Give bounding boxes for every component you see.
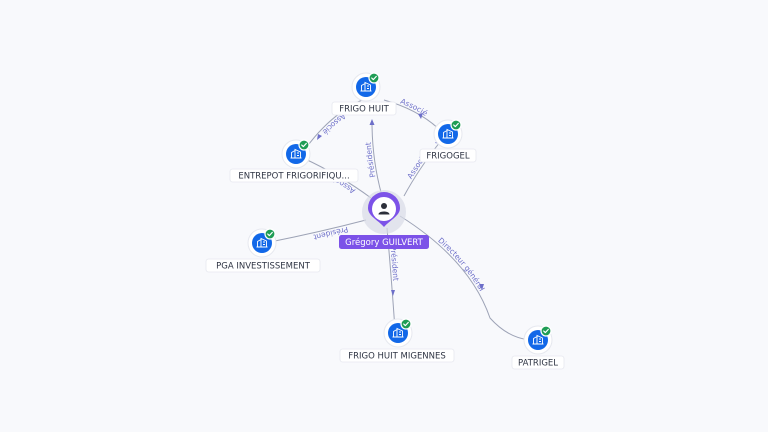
edge-person-patrigel[interactable] [399,215,531,341]
verified-badge-icon [298,139,310,151]
arrow-icon [479,284,484,290]
verified-badge-icon [540,325,552,337]
edge-label-person-frigo-huit: Président [364,142,378,178]
company-node-frigo-huit[interactable]: FRIGO HUIT [331,72,397,116]
arrow-icon [418,113,423,119]
node-label-box [229,168,359,183]
company-label: ENTREPOT FRIGORIFIQU... [238,172,349,182]
company-label: FRIGOGEL [426,152,470,162]
arrow-icon [391,290,395,296]
verified-badge-icon [368,72,380,84]
node-label-box [205,258,321,273]
building-icon [392,327,404,338]
company-node-patrigel[interactable]: PATRIGEL [511,325,565,370]
node-label-box [339,348,455,363]
verified-badge-icon [450,119,462,131]
edge-label-person-migennes: Président [389,246,401,282]
user-icon [378,203,390,215]
company-node-pga[interactable]: PGA INVESTISSEMENT [205,228,321,273]
company-label: FRIGO HUIT [339,105,389,115]
building-icon [256,237,268,248]
building-icon [442,128,454,139]
building-icon [360,81,372,92]
building-icon [290,148,302,159]
company-label: PATRIGEL [518,359,558,369]
company-node-entrepot[interactable]: ENTREPOT FRIGORIFIQU... [229,139,359,183]
edge-label-person-patrigel: Directeur général [436,236,486,293]
person-node[interactable]: Grégory GUILVERT [339,190,429,249]
verified-badge-icon [400,318,412,330]
node-label-box [511,355,565,370]
arrow-icon [317,134,322,140]
node-label-box [419,148,477,163]
company-label: FRIGO HUIT MIGENNES [348,352,446,362]
node-label-box [331,101,397,116]
company-node-frigogel[interactable]: FRIGOGEL [419,119,477,163]
person-label-box [339,235,429,249]
arrow-icon [369,119,375,125]
building-icon [532,334,544,345]
verified-badge-icon [264,228,276,240]
company-label: PGA INVESTISSEMENT [216,262,311,272]
company-node-frigo-huit-migennes[interactable]: FRIGO HUIT MIGENNES [339,318,455,363]
person-name: Grégory GUILVERT [345,237,424,248]
